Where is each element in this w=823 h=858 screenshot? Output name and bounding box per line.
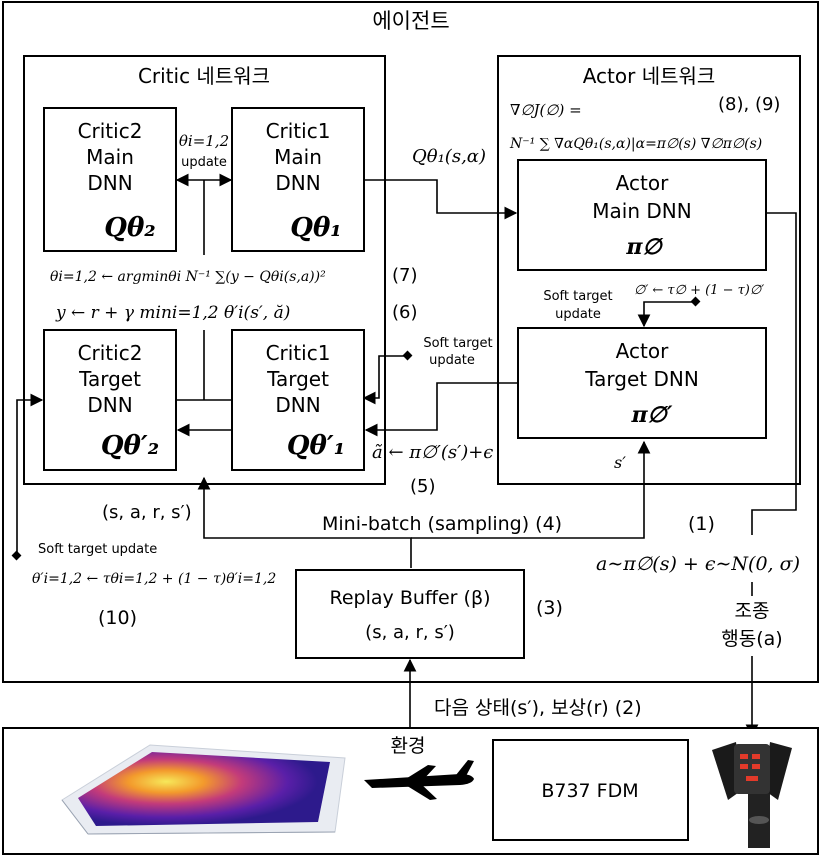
critic2-main-symbol: Qθ₂ [104, 213, 155, 243]
surface-plot-image [61, 744, 346, 835]
environment-label: 환경 [391, 735, 426, 757]
target-y-ref: (6) [392, 302, 418, 323]
q-theta1-label: Qθ₁(s,α) [412, 146, 486, 167]
next-state-label: 다음 상태(s′), 보상(r) (2) [434, 697, 642, 719]
critic2-main-line3: DNN [87, 171, 132, 195]
actor-target-dnn-box [517, 327, 767, 439]
actor-main-line1: Actor [616, 171, 669, 195]
critic2-main-dnn-box [43, 107, 177, 252]
actor-grad-line2: N⁻¹ ∑ ∇αQθ₁(s,α)|α=π∅(s) ∇∅π∅(s) [509, 136, 762, 152]
fdm-box [492, 739, 689, 841]
minibatch-to-actor-arrow [411, 440, 651, 539]
critic1-soft-update-arrow [362, 355, 407, 405]
critic-soft-diamond [11, 550, 22, 561]
replay-buffer-box [295, 569, 525, 659]
replay-ref: (3) [536, 597, 563, 619]
actor-network-title: Actor 네트워크 [583, 64, 716, 88]
a-tilde-ref: (5) [410, 476, 436, 497]
critic2-target-symbol: Qθ′₂ [101, 431, 159, 461]
critic1-main-line2: Main [274, 145, 322, 169]
a-tilde-eq: ã ← π∅′(s′)+ϵ [372, 442, 493, 463]
critic2-main-line1: Critic2 [78, 119, 143, 143]
replay-buffer-title: Replay Buffer (β) [330, 587, 491, 609]
theta-update-symbol: θi=1,2 [179, 132, 229, 150]
control-action-2: 행동(a) [721, 628, 782, 650]
actor-target-to-critic-arrow [364, 382, 518, 437]
critic-network-title: Critic 네트워크 [138, 64, 270, 88]
actor-grad-line1: ∇∅J(∅) = [510, 101, 582, 119]
soft-target-1: Soft target [543, 289, 612, 304]
soft-target-2b: update [429, 353, 475, 368]
actor-target-line1: Actor [616, 339, 669, 363]
critic2-target-line1: Critic2 [78, 341, 143, 365]
critic2-target-line3: DNN [87, 393, 132, 417]
critic2-target-line2: Target [78, 367, 141, 391]
critic2-main-line2: Main [86, 145, 134, 169]
critic-soft-ref: (10) [98, 607, 137, 629]
minibatch-label: Mini-batch (sampling) (4) [322, 513, 562, 535]
critic1-target-line2: Target [266, 367, 329, 391]
actor-eq-ref: (8), (9) [718, 94, 780, 115]
replay-buffer-content: (s, a, r, s′) [365, 622, 455, 643]
soft-target-3: Soft target update [38, 542, 157, 557]
critic1-target-symbol: Qθ′₁ [287, 431, 345, 461]
target-y-eq: y ← r + γ mini=1,2 θ′i(s′, ă) [55, 303, 290, 323]
critic1-main-line3: DNN [275, 171, 320, 195]
critic1-soft-diamond [402, 350, 413, 361]
theta-update-word: update [181, 155, 227, 170]
critic1-target-line1: Critic1 [266, 341, 331, 365]
critic2-target-dnn-box [43, 329, 177, 471]
agent-title: 에이전트 [372, 9, 449, 33]
critic-soft-eq: θ′i=1,2 ← τθi=1,2 + (1 − τ)θ′i=1,2 [32, 571, 276, 587]
critic1-main-line1: Critic1 [266, 119, 331, 143]
actor-soft-eq: ∅′ ← τ∅ + (1 − τ)∅′ [634, 283, 764, 298]
control-action-1: 조종 [735, 600, 770, 622]
control-yoke-icon [712, 742, 792, 848]
s-prime-label: s′ [614, 453, 626, 472]
critic-soft-update-arrow [16, 393, 44, 556]
actor-main-dnn-box [517, 159, 767, 271]
tuple-sample: (s, a, r, s′) [102, 502, 192, 523]
critic-loss-ref: (7) [392, 265, 418, 286]
action-ref: (1) [688, 513, 715, 535]
soft-target-2: Soft target [423, 336, 492, 351]
critic1-target-dnn-box [231, 329, 365, 471]
actor-soft-update-arrow [637, 301, 696, 328]
airplane-icon [364, 760, 474, 800]
soft-target-1b: update [555, 307, 601, 322]
actor-target-line2: Target DNN [584, 367, 699, 391]
minibatch-to-critic-arrow [197, 476, 412, 568]
critic-loss-eq: θi=1,2 ← argminθi N⁻¹ ∑(y − Qθi(s,a))² [50, 269, 326, 285]
critic-to-actor-arrow [365, 179, 518, 220]
action-line [751, 212, 797, 535]
critic1-target-line3: DNN [275, 393, 320, 417]
actor-main-line2: Main DNN [592, 199, 691, 223]
fdm-label: B737 FDM [541, 780, 638, 802]
actor-soft-diamond [690, 296, 701, 307]
actor-main-symbol: π∅ [625, 234, 663, 260]
critic1-main-symbol: Qθ₁ [290, 213, 341, 243]
actor-target-symbol: π∅′ [630, 402, 672, 428]
critic1-main-dnn-box [231, 107, 365, 252]
action-eq: a∼π∅(s) + ϵ∼N(0, σ) [596, 553, 800, 575]
